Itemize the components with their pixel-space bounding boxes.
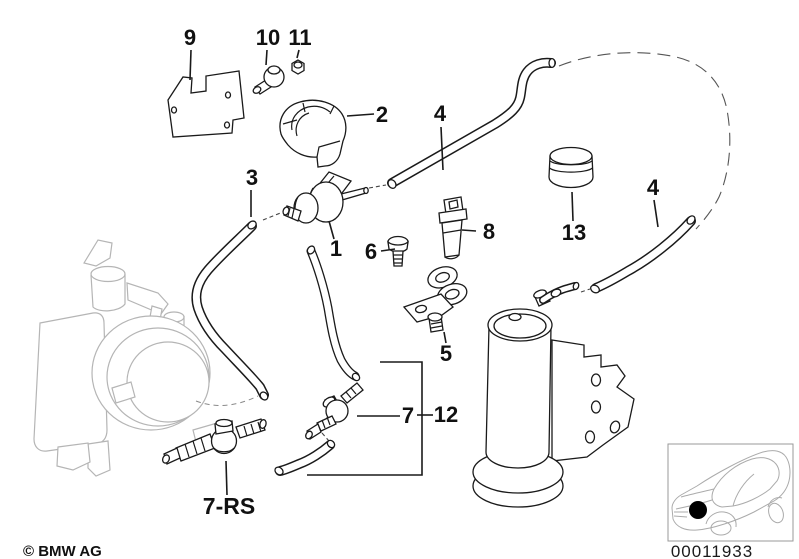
leader-4-right bbox=[653, 199, 659, 228]
label-2: 2 bbox=[376, 102, 388, 127]
label-12: 12 bbox=[434, 402, 458, 427]
leader-13 bbox=[571, 191, 574, 222]
throttle-body-sketch bbox=[33, 239, 259, 477]
part-1-vent-valve bbox=[262, 171, 387, 224]
hose-4-right bbox=[589, 215, 696, 294]
bmw-copyright: © BMW AG bbox=[23, 543, 102, 559]
leader-11 bbox=[296, 49, 300, 59]
alignment-dashes-left bbox=[262, 211, 284, 221]
hose-routing-dashed-curve bbox=[558, 52, 731, 230]
label-13: 13 bbox=[562, 220, 586, 245]
part-7rs-tvalve bbox=[161, 418, 267, 465]
leader-5 bbox=[443, 331, 447, 344]
part-5-clamp bbox=[402, 266, 468, 333]
leader-4-upper bbox=[440, 126, 444, 171]
leader-2 bbox=[346, 113, 375, 117]
label-1: 1 bbox=[330, 236, 342, 261]
location-dot bbox=[689, 501, 707, 519]
label-8: 8 bbox=[483, 219, 495, 244]
canister-body bbox=[485, 325, 552, 469]
car-location-box bbox=[667, 443, 794, 542]
canister-bracket bbox=[551, 339, 635, 462]
part-9-bracket bbox=[167, 70, 245, 138]
part-2-clamp bbox=[279, 99, 347, 168]
leader-1 bbox=[328, 220, 335, 240]
part-11-nut bbox=[291, 59, 305, 75]
hose-4-upper bbox=[387, 57, 556, 189]
alignment-dashed-line-throttle bbox=[195, 395, 259, 406]
part-6-screw bbox=[387, 235, 409, 267]
leader-8 bbox=[461, 229, 477, 232]
label-10: 10 bbox=[256, 25, 280, 50]
leader-6 bbox=[380, 248, 396, 252]
leader-lines bbox=[189, 49, 659, 496]
hose-middle bbox=[306, 245, 361, 382]
part-number-labels: 9 10 11 2 4 3 1 6 8 13 4 5 7 12 7-RS bbox=[184, 25, 660, 519]
label-9: 9 bbox=[184, 25, 196, 50]
label-7: 7 bbox=[402, 403, 414, 428]
part-7-12-tvalve bbox=[305, 382, 364, 442]
label-6: 6 bbox=[365, 239, 377, 264]
label-3: 3 bbox=[246, 165, 258, 190]
label-4-right: 4 bbox=[647, 175, 660, 200]
leader-10 bbox=[265, 49, 268, 66]
part-8-sensor bbox=[438, 196, 468, 260]
leader-9 bbox=[189, 49, 192, 81]
label-7rs: 7-RS bbox=[203, 493, 255, 519]
alignment-dashes-right bbox=[368, 184, 387, 189]
label-4-upper: 4 bbox=[434, 101, 447, 126]
part-10-grommet bbox=[252, 65, 285, 95]
leader-7rs bbox=[225, 460, 228, 496]
label-5: 5 bbox=[440, 341, 452, 366]
label-11: 11 bbox=[288, 25, 311, 50]
image-number: 00011933 bbox=[671, 542, 753, 559]
hose-lower bbox=[274, 439, 336, 476]
hose-3 bbox=[191, 220, 269, 401]
part-13-cap bbox=[548, 146, 594, 189]
group-bracket-7-12 bbox=[307, 361, 423, 476]
canister-port-elbow bbox=[533, 281, 591, 307]
canister-assembly bbox=[472, 281, 635, 508]
